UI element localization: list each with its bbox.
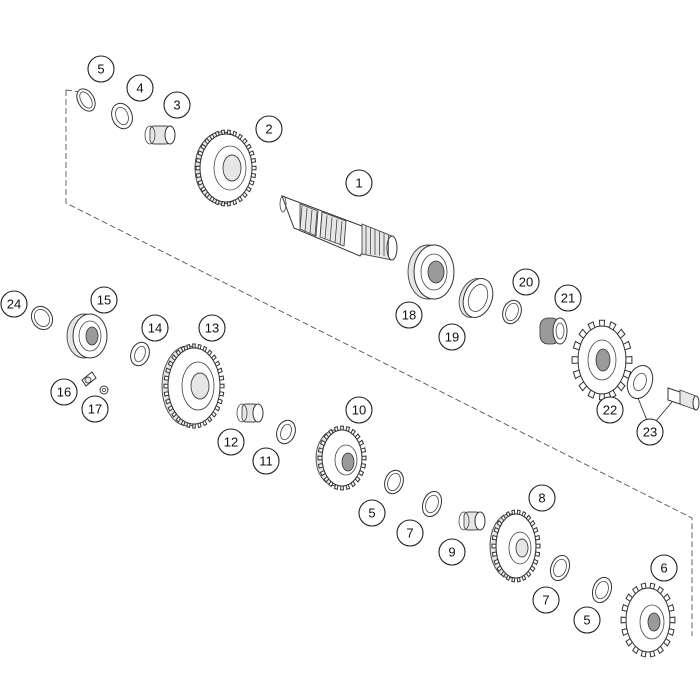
callout-15: 15 (90, 286, 118, 314)
callout-19: 19 (438, 323, 466, 351)
callout-4: 4 (126, 74, 154, 102)
gear-part-6 (620, 582, 676, 658)
svg-text:4: 4 (136, 81, 143, 96)
svg-text:7: 7 (542, 593, 549, 608)
callout-3: 3 (163, 91, 191, 119)
svg-text:6: 6 (660, 561, 667, 576)
svg-text:1: 1 (355, 176, 362, 191)
spacer-part-21 (539, 317, 568, 345)
svg-text:20: 20 (519, 275, 533, 290)
svg-text:3: 3 (173, 98, 180, 113)
ring-part-5-lower (591, 576, 613, 604)
callout-17: 17 (81, 395, 109, 423)
washer-bolt-part-23 (626, 365, 700, 411)
callout-16: 16 (50, 378, 78, 406)
ring-part-7-middle (421, 490, 443, 518)
svg-text:12: 12 (224, 435, 238, 450)
svg-text:24: 24 (7, 297, 21, 312)
callout-22: 22 (596, 396, 624, 424)
callout-21: 21 (554, 284, 582, 312)
svg-text:15: 15 (97, 293, 111, 308)
ring-part-7-lower (549, 554, 571, 582)
bearing-part-18 (407, 244, 455, 300)
svg-text:14: 14 (148, 321, 162, 336)
callout-7-lower: 7 (532, 586, 560, 614)
callout-6: 6 (650, 554, 678, 582)
callout-20: 20 (512, 268, 540, 296)
callout-5-middle: 5 (358, 499, 386, 527)
washer-part-11 (276, 419, 296, 445)
svg-text:21: 21 (561, 291, 575, 306)
svg-text:5: 5 (97, 62, 104, 77)
bushing-part-12 (236, 403, 264, 423)
svg-text:9: 9 (448, 545, 455, 560)
gear-part-2 (194, 129, 257, 207)
svg-text:11: 11 (259, 454, 273, 469)
screw-part-16 (81, 371, 97, 387)
callout-5-lower: 5 (573, 606, 601, 634)
gear-part-13 (161, 343, 225, 429)
callout-10: 10 (345, 396, 373, 424)
seal-part-19 (458, 278, 494, 318)
callout-7-middle: 7 (396, 519, 424, 547)
svg-text:5: 5 (583, 613, 590, 628)
bushing-part-9 (458, 511, 486, 531)
svg-text:22: 22 (603, 403, 617, 418)
ring-part-20 (502, 299, 522, 325)
callout-9: 9 (438, 538, 466, 566)
ball-part-17 (99, 385, 109, 395)
callout-12: 12 (217, 428, 245, 456)
svg-text:19: 19 (445, 330, 459, 345)
callout-2: 2 (255, 115, 283, 143)
svg-text:8: 8 (538, 491, 545, 506)
callout-8: 8 (528, 484, 556, 512)
washer-part-14 (130, 341, 150, 367)
callout-18: 18 (395, 301, 423, 329)
callout-1: 1 (345, 169, 373, 197)
svg-text:18: 18 (402, 308, 416, 323)
svg-text:7: 7 (406, 526, 413, 541)
washer-part-4 (111, 102, 133, 130)
ring-part-5-middle (384, 469, 404, 495)
svg-text:16: 16 (57, 385, 71, 400)
svg-text:10: 10 (352, 403, 366, 418)
gear-part-10 (315, 425, 367, 491)
circlip-part-5 (76, 88, 96, 112)
svg-text:2: 2 (265, 122, 272, 137)
gear-part-8 (489, 509, 541, 583)
callout-11: 11 (252, 447, 280, 475)
callout-14: 14 (141, 314, 169, 342)
sprocket-part-22 (571, 319, 633, 401)
callout-24: 24 (0, 290, 28, 318)
bushing-part-3 (144, 125, 176, 145)
svg-text:17: 17 (88, 402, 102, 417)
shaft-part-1 (279, 195, 398, 261)
svg-text:23: 23 (643, 425, 657, 440)
bearing-part-15 (66, 313, 108, 359)
callout-23: 23 (636, 418, 664, 446)
svg-text:5: 5 (368, 506, 375, 521)
svg-text:13: 13 (205, 321, 219, 336)
circlip-part-24 (30, 305, 54, 331)
callout-5-top: 5 (87, 55, 115, 83)
callout-13: 13 (198, 314, 226, 342)
